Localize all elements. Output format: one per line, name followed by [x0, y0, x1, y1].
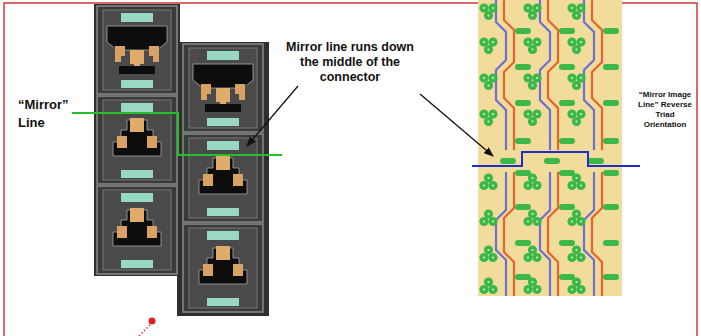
dotted-leader — [139, 325, 150, 336]
mirror-line — [72, 113, 282, 155]
callout-note: Mirror line runs down the middle of the … — [286, 40, 414, 85]
mirror-image-line — [472, 152, 640, 166]
mirror-label: “Mirror” Line — [18, 96, 76, 131]
connector-illustration — [94, 4, 269, 316]
leader-arrow — [420, 94, 493, 156]
mirror-image-label: “Mirror Image Line” Reverse Triad Orient… — [636, 90, 694, 130]
callout-dot — [149, 318, 156, 325]
pcb-illustration — [478, 0, 622, 296]
leader-arrow — [247, 86, 298, 146]
